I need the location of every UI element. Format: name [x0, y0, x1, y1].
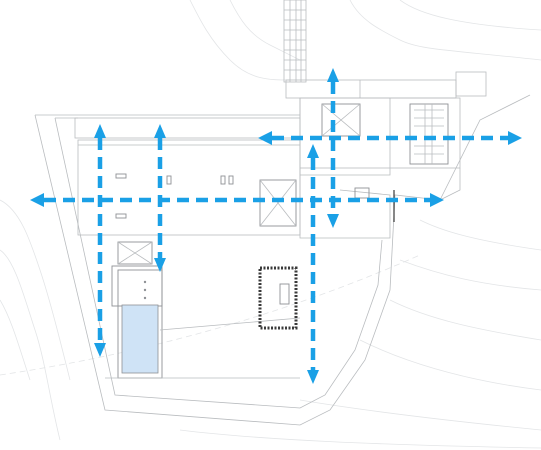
main-building: [74, 117, 395, 239]
arrowhead-icon: [327, 68, 339, 82]
circulation-arrows: [30, 68, 522, 384]
pool-water: [121, 304, 159, 374]
arrowhead-icon: [258, 131, 272, 145]
arrowhead-icon: [30, 193, 44, 207]
arrowhead-icon: [327, 214, 339, 228]
arrowhead-icon: [94, 124, 106, 138]
arrowhead-icon: [430, 193, 444, 207]
arrowhead-icon: [307, 370, 319, 384]
arrowhead-icon: [94, 343, 106, 357]
arrowhead-icon: [508, 131, 522, 145]
site-boundary: [34, 94, 531, 426]
arrowhead-icon: [154, 124, 166, 138]
pool-area: [105, 241, 301, 379]
arrowhead-icon: [154, 258, 166, 272]
upper-level-block: [285, 71, 487, 201]
arrowhead-icon: [307, 144, 319, 158]
pergola: [258, 266, 298, 330]
driveway-grid: [283, 0, 307, 83]
